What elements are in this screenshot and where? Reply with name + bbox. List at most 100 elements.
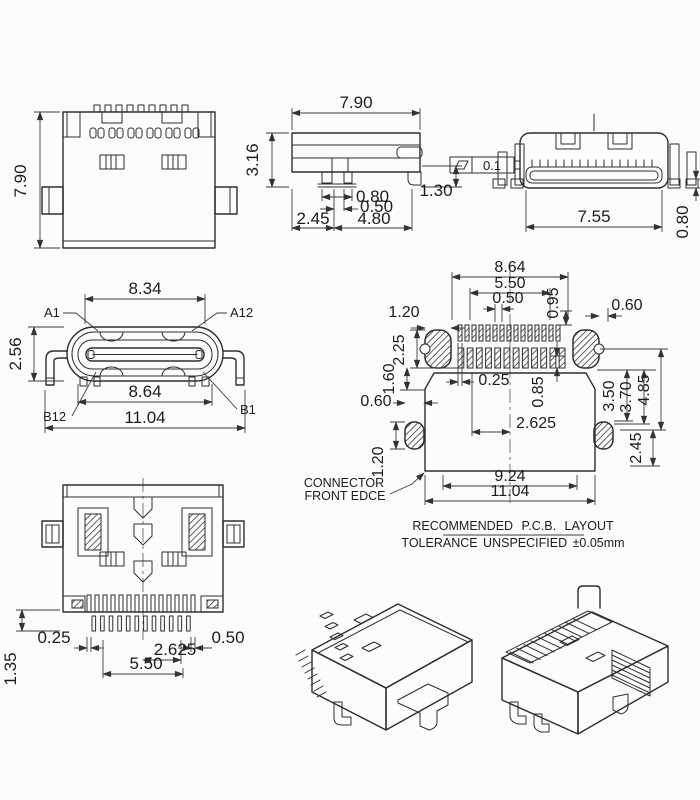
pad-row-top [457, 324, 561, 342]
dim-label: 1.60 [381, 363, 398, 394]
dim-label: 0.50 [492, 290, 523, 307]
dim-pcb-row-w: 8.64 [451, 259, 569, 320]
dim-bottom-025: 0.25 [37, 628, 104, 652]
view-front: 0.1 7.55 0.80 [449, 113, 700, 239]
dim-label: 0.25 [37, 628, 70, 647]
dim-pcb-padw-right: 0.60 [585, 297, 643, 322]
dim-pcb-inner-w: 9.24 [442, 468, 578, 490]
pin-label-b12: B12 [43, 409, 66, 424]
dim-pcb-pitch: 0.50 [483, 290, 524, 322]
dim-pcb-h1: 2.25 [391, 329, 458, 369]
dim-pcb-v1: 3.50 [601, 369, 633, 422]
dim-pcb-hole-h: 1.20 [370, 421, 405, 478]
dim-label: 7.90 [11, 164, 30, 197]
flatness-value: 0.1 [483, 158, 501, 173]
dim-pcb-h3: 0.85 [530, 342, 564, 408]
dim-label: 3.70 [618, 381, 635, 412]
note-tolerance: TOLERANCE UNSPECIFIED ±0.05mm [401, 536, 624, 550]
dim-label: 3.16 [243, 143, 262, 176]
dim-label: 2.45 [296, 209, 329, 228]
dim-pcb-pad-l: 0.95 [545, 287, 572, 326]
dim-label: 0.80 [673, 205, 692, 238]
dim-label: 0.60 [360, 393, 391, 410]
pin-callout-a1: A1 [44, 305, 99, 332]
dim-label: 0.50 [211, 628, 244, 647]
dim-label: 0.50 [360, 197, 393, 216]
view-top: 7.90 [11, 104, 238, 249]
dim-side-height: 3.16 [243, 132, 289, 188]
dim-pcb-overall-w: 11.04 [424, 475, 596, 505]
dim-side-lead: 1.30 [419, 165, 462, 200]
dim-label: 2.45 [628, 432, 645, 463]
mount-leg [397, 683, 449, 731]
dim-label: 3.50 [601, 380, 618, 411]
view-mating: 8.34 A1 A12 2.56 8.64 B12 B1 11.04 [6, 279, 256, 433]
dim-label: 11.04 [491, 483, 530, 500]
pin-callout-a12: A12 [191, 305, 253, 332]
pcb-notes: RECOMMENDED P.C.B. LAYOUT TOLERANCE UNSP… [401, 519, 624, 550]
dim-side-050: 0.50 [320, 189, 393, 216]
dim-label: 2.625 [516, 415, 556, 432]
dim-pcb-v3: 4.85 [620, 348, 666, 431]
dim-side-080: 0.80 [321, 187, 389, 206]
dim-mating-height: 2.56 [6, 326, 64, 382]
dim-pcb-v2: 3.70 [614, 369, 650, 425]
dim-label: 5.50 [494, 275, 525, 292]
dim-pcb-hole-w: 0.60 [360, 393, 438, 410]
retention-clips [133, 496, 153, 583]
front-edge-callout: CONNECTOR FRONT EDCE [304, 472, 425, 503]
dim-label: 1.35 [1, 652, 20, 685]
dim-label: 7.90 [339, 93, 372, 112]
connector-outline [424, 372, 596, 472]
view-iso-rear-left [501, 585, 669, 735]
dim-front-foot: 0.80 [673, 166, 700, 239]
dim-label: 5.50 [129, 654, 162, 673]
flatness-icon [454, 160, 469, 170]
tongue [85, 347, 205, 362]
dim-bottom-050: 0.50 [178, 628, 245, 652]
dim-label: 7.55 [577, 207, 610, 226]
view-bottom: 1.35 0.25 0.50 2.625 5.50 [1, 478, 245, 686]
dim-label: 0.25 [478, 372, 509, 389]
dim-mating-slot: 8.34 [84, 279, 206, 324]
dim-bottom-135: 1.35 [1, 609, 60, 686]
pin-label-a1: A1 [44, 305, 60, 320]
dim-side-width: 7.90 [291, 93, 421, 130]
hole-pad-right [593, 421, 614, 450]
pad-row-bottom [457, 347, 566, 369]
dim-label: 0.85 [530, 376, 547, 407]
dim-pcb-span: 5.50 [469, 275, 551, 320]
dim-label: 1.20 [388, 304, 419, 321]
dim-label: 1.30 [419, 181, 452, 200]
pin-comb-inner [86, 594, 196, 613]
view-pcb-layout: 8.64 5.50 0.50 0.95 1.20 0.60 2.25 1.60 [304, 259, 668, 550]
pin-label-b1: B1 [240, 402, 256, 417]
dim-label: 2.625 [154, 640, 197, 659]
dim-bottom-2625: 2.625 [142, 640, 197, 664]
view-iso-front-left [295, 603, 473, 731]
dim-label: 4.80 [357, 209, 390, 228]
dim-label: 4.85 [636, 374, 653, 405]
pin-callout-b1: B1 [202, 371, 256, 417]
dim-label: 8.64 [128, 382, 161, 401]
dim-mating-overall: 11.04 [44, 390, 246, 433]
hole-pad-left [404, 421, 425, 450]
front-edge-label-1: CONNECTOR [304, 476, 384, 490]
dim-label: 8.34 [128, 279, 161, 298]
flatness-callout: 0.1 [449, 156, 521, 174]
dim-label: 8.64 [494, 259, 525, 276]
emi-teeth [93, 104, 189, 113]
dim-pcb-center-off: 2.625 [471, 372, 556, 436]
latch-comb [611, 654, 651, 694]
dim-mating-shell: 8.64 [77, 382, 213, 406]
dim-front-width: 7.55 [525, 190, 663, 232]
shell-windows [319, 611, 354, 661]
dim-bottom-550: 5.50 [102, 640, 184, 678]
dim-label: 2.56 [6, 337, 25, 370]
view-side: 7.90 3.16 1.30 0.80 0.50 2.45 4.80 [243, 93, 462, 232]
emi-finger-comb [295, 649, 327, 698]
spring-fingers [531, 159, 653, 168]
front-edge-label-2: FRONT EDCE [304, 489, 385, 503]
dim-label: 9.24 [494, 468, 525, 485]
